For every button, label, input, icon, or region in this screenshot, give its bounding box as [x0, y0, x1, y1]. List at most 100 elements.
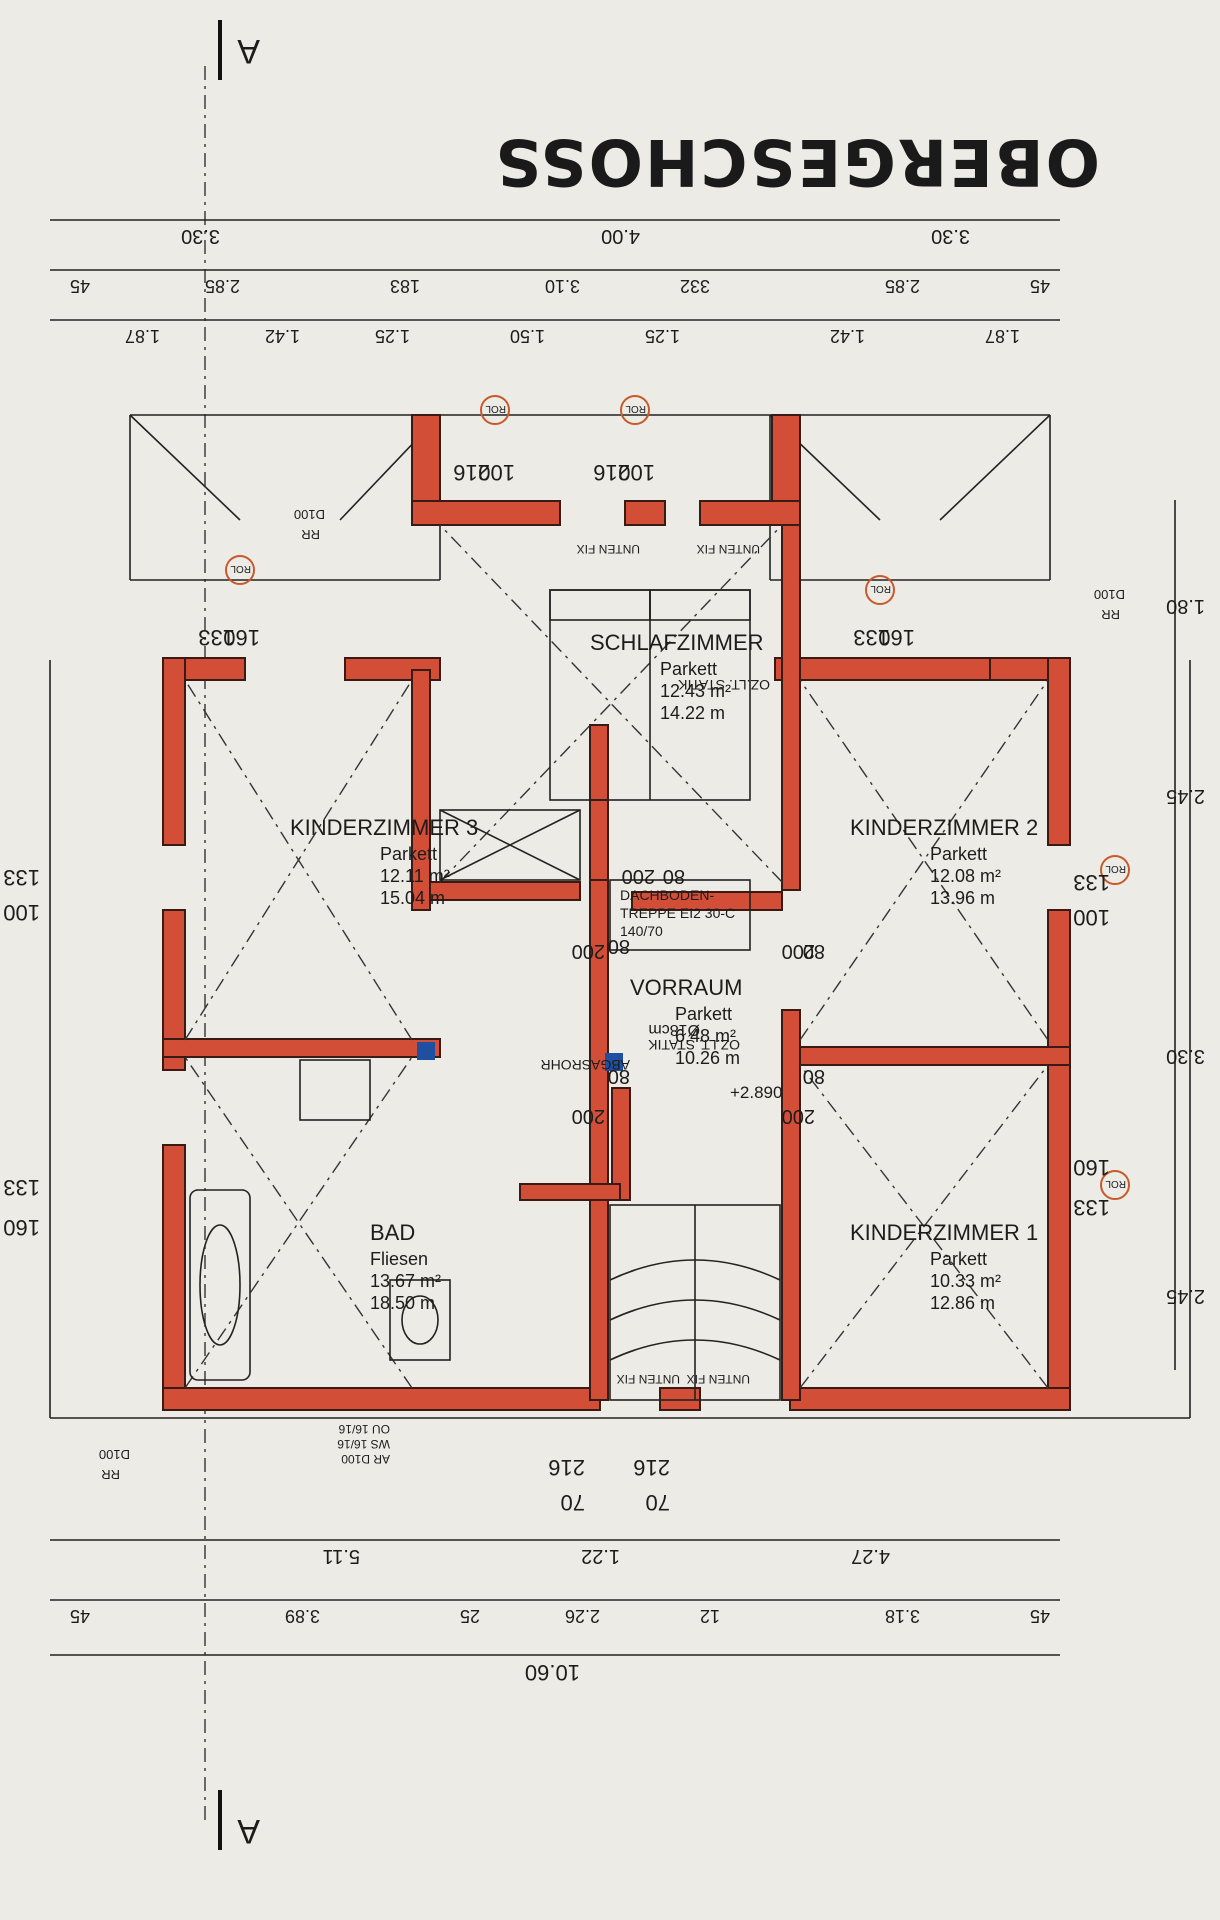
dim-text: 45: [70, 276, 90, 296]
room-area: 10.33 m²: [930, 1271, 1001, 1291]
column: [605, 1053, 623, 1071]
dim-text: 183: [390, 276, 420, 296]
wardrobe: [439, 809, 581, 881]
room-name: VORRAUM: [630, 975, 742, 1000]
wall-segment: [429, 881, 581, 901]
dim-text: 4.00: [601, 225, 640, 247]
wall-segment: [411, 669, 431, 911]
dim-text: 2.45: [1166, 785, 1205, 807]
opening-height: 100: [1073, 905, 1110, 930]
roof-outline: [49, 414, 1191, 1419]
rol-label: ROL: [1105, 863, 1126, 874]
wall-segment: [799, 1046, 1071, 1066]
section-marker-bottom: A: [237, 1812, 260, 1850]
dim-text: 45: [1030, 1606, 1050, 1626]
wall-segment: [162, 909, 186, 1071]
dimension-lines-side: 1.80 2.45 3.30 2.45: [1166, 500, 1205, 1370]
door-width: 80: [803, 1065, 825, 1087]
wall-segment: [162, 1387, 601, 1411]
dim-text: 3.30: [931, 225, 970, 247]
section-marker-top: A: [237, 32, 260, 70]
dim-text: 2.85: [205, 276, 240, 296]
dim-text: 332: [680, 276, 710, 296]
note-unten-fix: UNTEN FIX: [697, 542, 760, 556]
note-rr: RR: [101, 1467, 120, 1482]
dim-text: 3.30: [181, 225, 220, 247]
note-rr: RR: [1101, 607, 1120, 622]
dim-text: 1.25: [375, 326, 410, 346]
dim-text: 1.87: [125, 326, 160, 346]
wall-segment: [789, 1387, 1071, 1411]
opening-height: 70: [646, 1490, 670, 1515]
wall-segment: [1047, 909, 1071, 1401]
note-ws: WS 16/16: [337, 1437, 390, 1451]
room-diagonals: [184, 524, 1049, 1389]
dim-text: 2.85: [885, 276, 920, 296]
opening-sizes: 216 100 216 100 133 160 133 160 133 100 …: [3, 460, 1110, 1515]
rol-label: ROL: [870, 583, 891, 594]
room-kinderzimmer-1: KINDERZIMMER 1 Parkett 10.33 m² 12.86 m: [850, 1220, 1038, 1313]
room-floor: Parkett: [930, 1249, 987, 1269]
opening-width: 133: [3, 865, 40, 890]
dim-text: 1.80: [1166, 595, 1205, 617]
wall-segment: [162, 657, 186, 846]
room-area: 12.43 m²: [660, 681, 731, 701]
room-kinderzimmer-3: KINDERZIMMER 3 Parkett 12.11 m² 15.04 m: [290, 815, 478, 908]
bed: [549, 589, 751, 801]
wall-segment: [1047, 657, 1071, 846]
opening-width: 133: [198, 625, 235, 650]
room-area: 12.08 m²: [930, 866, 1001, 886]
note-unten-fix: UNTEN FIX: [577, 542, 640, 556]
dimension-lines-top: 3.30 4.00 3.30 45 2.85 3.10 332 183 2.85…: [50, 219, 1060, 346]
opening-width: 133: [853, 625, 890, 650]
opening-height: 160: [878, 625, 915, 650]
dim-text: 4.27: [851, 1545, 890, 1567]
room-floor: Parkett: [380, 844, 437, 864]
note-d100: D100: [1094, 587, 1125, 602]
wall-segment: [774, 657, 991, 681]
dim-text: 2.45: [1166, 1285, 1205, 1307]
dim-text: 1.22: [581, 1545, 620, 1567]
room-floor: Fliesen: [370, 1249, 428, 1269]
opening-height: 160: [1073, 1155, 1110, 1180]
dim-text: 25: [460, 1606, 480, 1626]
dim-text: 2.26: [565, 1606, 600, 1626]
dim-total: 10.60: [525, 1660, 580, 1685]
attic-stair-line3: 140/70: [620, 923, 663, 939]
room-area: 12.11 m²: [380, 866, 450, 886]
door-height: 200: [572, 1105, 605, 1127]
room-perimeter: 13.96 m: [930, 888, 995, 908]
room-floor: Parkett: [675, 1004, 732, 1024]
note-ar: AR D100: [341, 1452, 390, 1466]
attic-stair-line1: DACHBODEN-: [620, 887, 714, 903]
staircase: [609, 1204, 781, 1401]
door-height: 200: [572, 940, 605, 962]
room-perimeter: 14.22 m: [660, 703, 725, 723]
room-floor: Parkett: [930, 844, 987, 864]
dim-text: 5.11: [323, 1545, 360, 1567]
plan-title: OBERGESCHOSS: [493, 124, 1100, 198]
attic-stair-line2: TREPPE EI2 30-C: [620, 905, 735, 921]
walls: [162, 414, 1071, 1411]
opening-height: 70: [561, 1490, 585, 1515]
rol-label: ROL: [485, 403, 506, 414]
room-perimeter: 12.86 m: [930, 1293, 995, 1313]
wall-segment: [781, 524, 801, 891]
opening-height: 100: [3, 900, 40, 925]
rol-label: ROL: [1105, 1178, 1126, 1189]
dim-text: 45: [1030, 276, 1050, 296]
note-chimney: Ø18cm: [648, 1021, 700, 1038]
note-statik: OZ.LT. STATIK: [678, 677, 770, 693]
opening-height: 100: [618, 460, 655, 485]
note-rr: RR: [301, 527, 320, 542]
dim-text: 3.10: [545, 276, 580, 296]
room-schlafzimmer: SCHLAFZIMMER Parkett 12.43 m² 14.22 m: [590, 630, 764, 723]
room-name: KINDERZIMMER 2: [850, 815, 1038, 840]
dim-text: 1.50: [510, 326, 545, 346]
room-area: 6.48 m²: [675, 1026, 736, 1046]
room-perimeter: 10.26 m: [675, 1048, 740, 1068]
column: [417, 1042, 435, 1060]
dim-text: 3.18: [885, 1606, 920, 1626]
dim-text: 1.25: [645, 326, 680, 346]
opening-height: 100: [478, 460, 515, 485]
